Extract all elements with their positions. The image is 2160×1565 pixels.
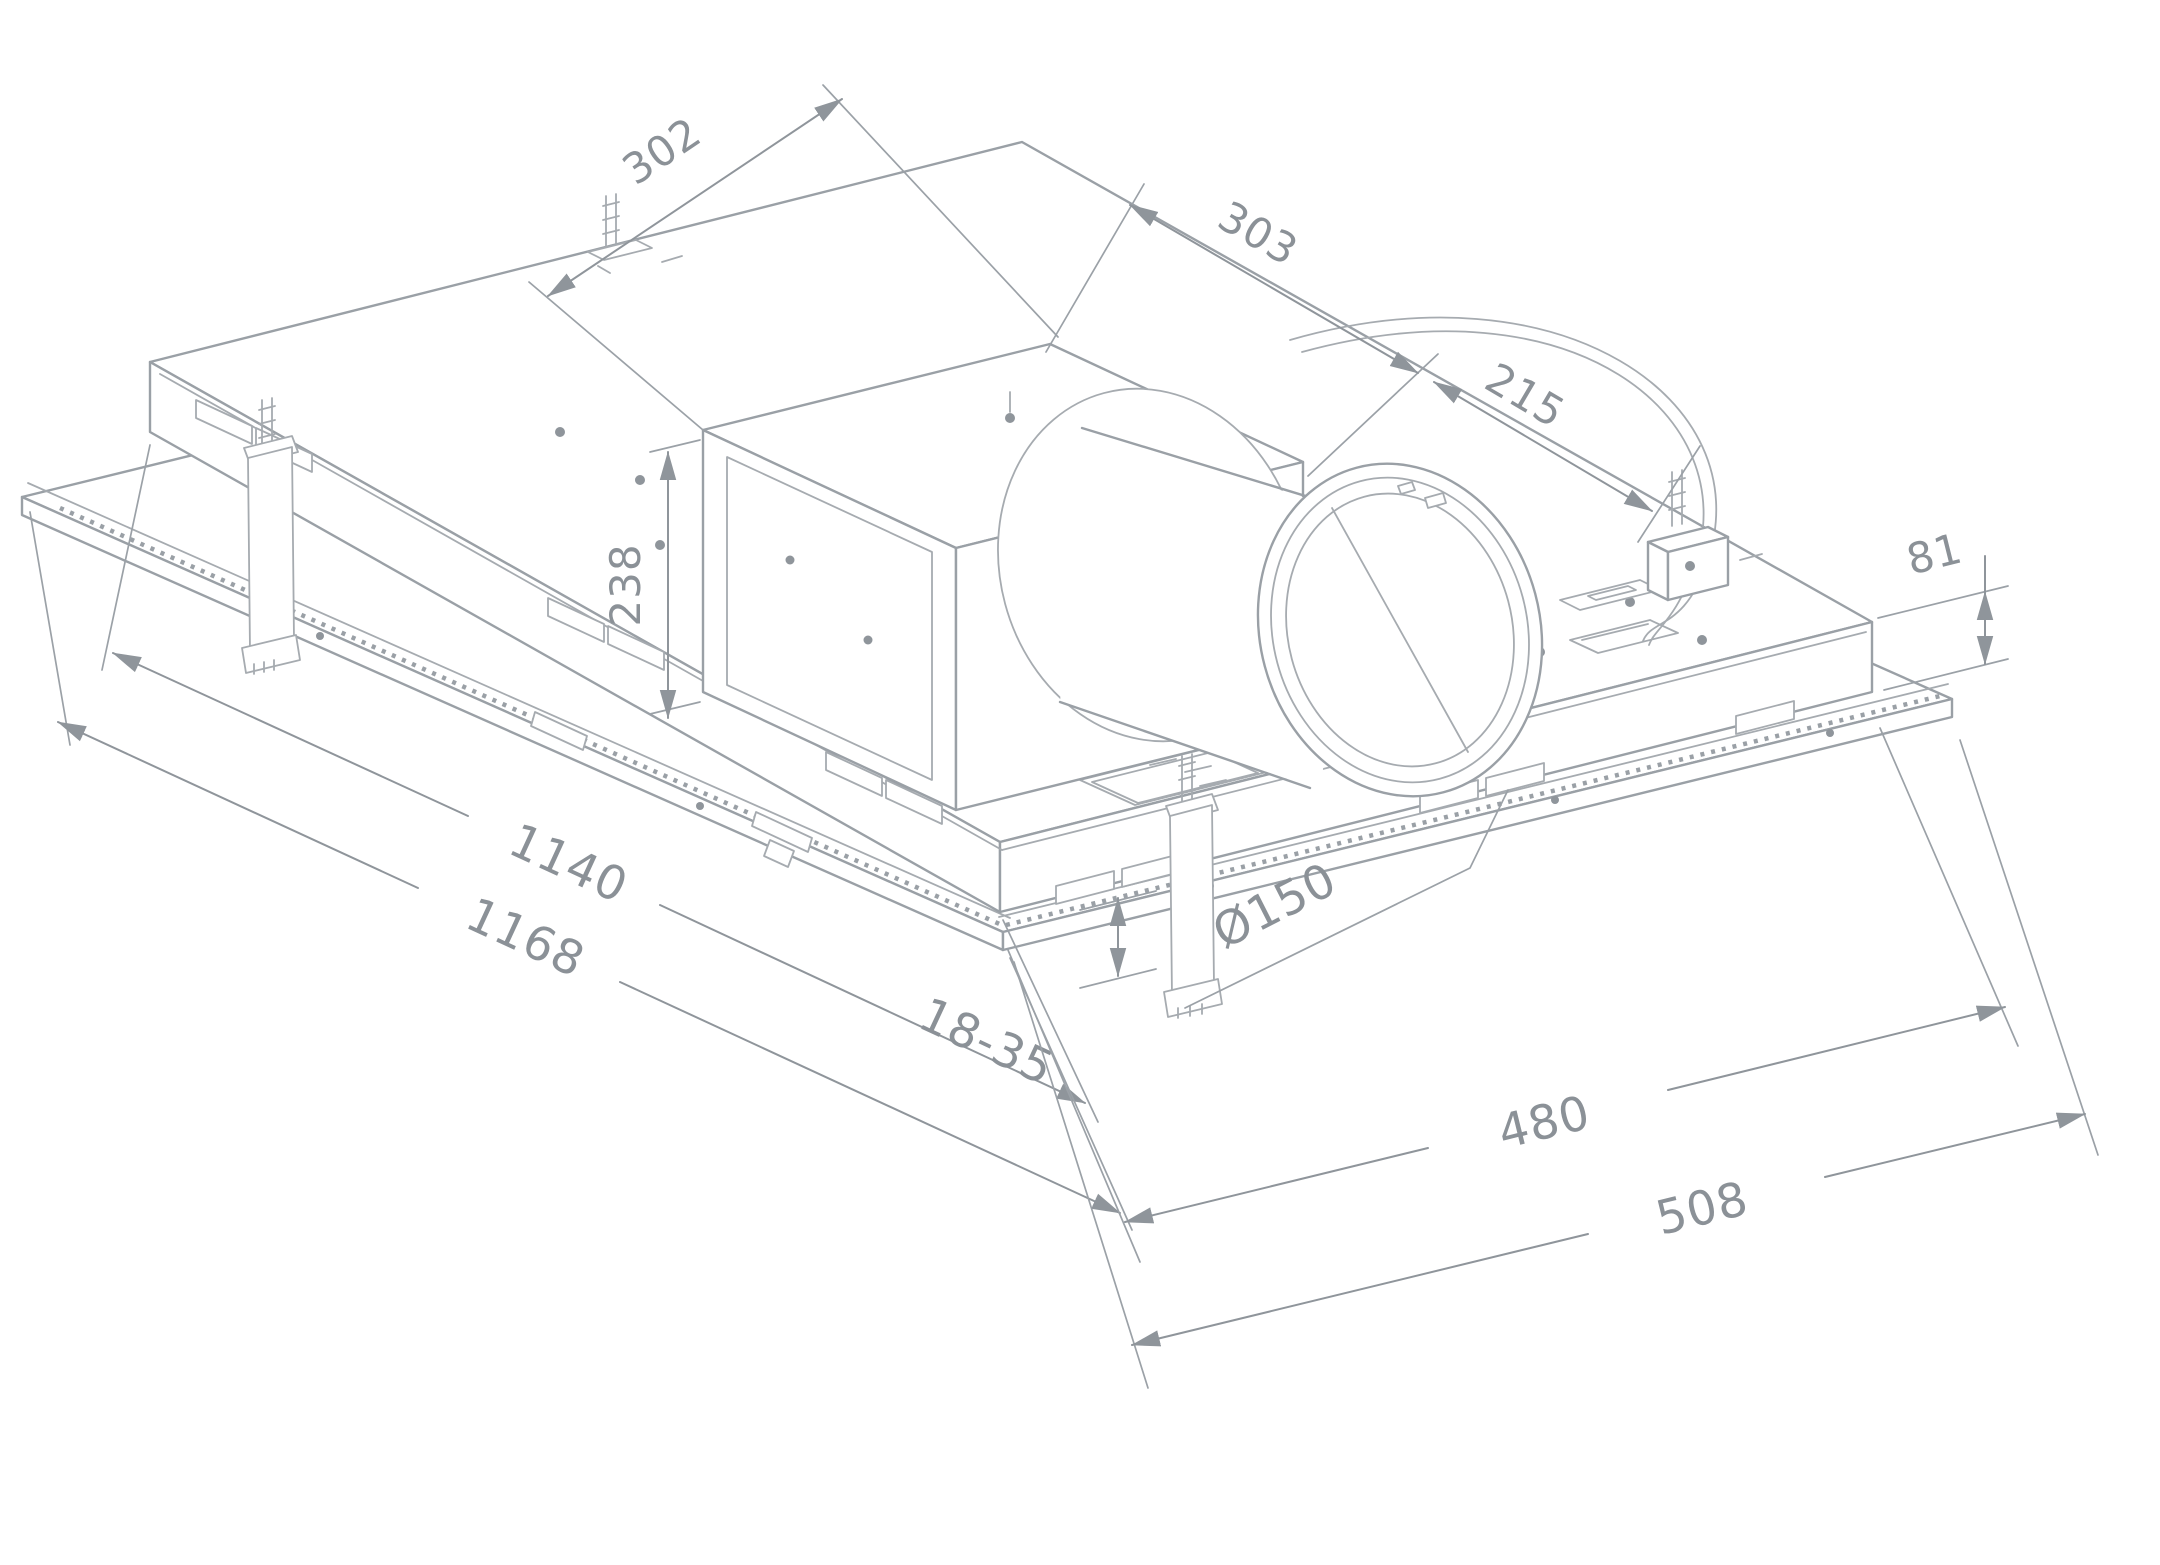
dim-1168-label: 1168	[458, 887, 593, 989]
cord-gland	[1569, 619, 1679, 654]
dim-303: 303	[1045, 183, 1439, 477]
seal-strip-right	[1005, 692, 1945, 928]
dim-238-label: 238	[601, 543, 650, 626]
vent-slots-left	[195, 399, 943, 825]
dim-1140-label: 1140	[501, 813, 636, 915]
dim-302-label: 302	[614, 107, 710, 194]
dim-81: 81	[1877, 523, 2009, 691]
duct-spigot	[997, 387, 1544, 798]
mounting-clamp-rear-right	[1646, 469, 1763, 602]
vent-slots-right	[1055, 700, 1795, 905]
dim-508-label: 508	[1651, 1171, 1754, 1247]
rim-clip	[530, 711, 588, 751]
dim-81-label: 81	[1902, 523, 1968, 584]
seal-strip-left	[59, 505, 1005, 929]
dim-238: 238	[601, 439, 701, 720]
rim-clip-tab	[763, 839, 795, 868]
mounting-clamp-front-right	[1163, 753, 1223, 1019]
mounting-clamp-front-left	[241, 397, 301, 675]
rim-clip	[751, 811, 813, 853]
flap-hinge	[1397, 481, 1416, 495]
dim-480-label: 480	[1493, 1085, 1596, 1161]
backdraft-flap	[1331, 507, 1469, 753]
power-cable	[1289, 316, 1718, 646]
